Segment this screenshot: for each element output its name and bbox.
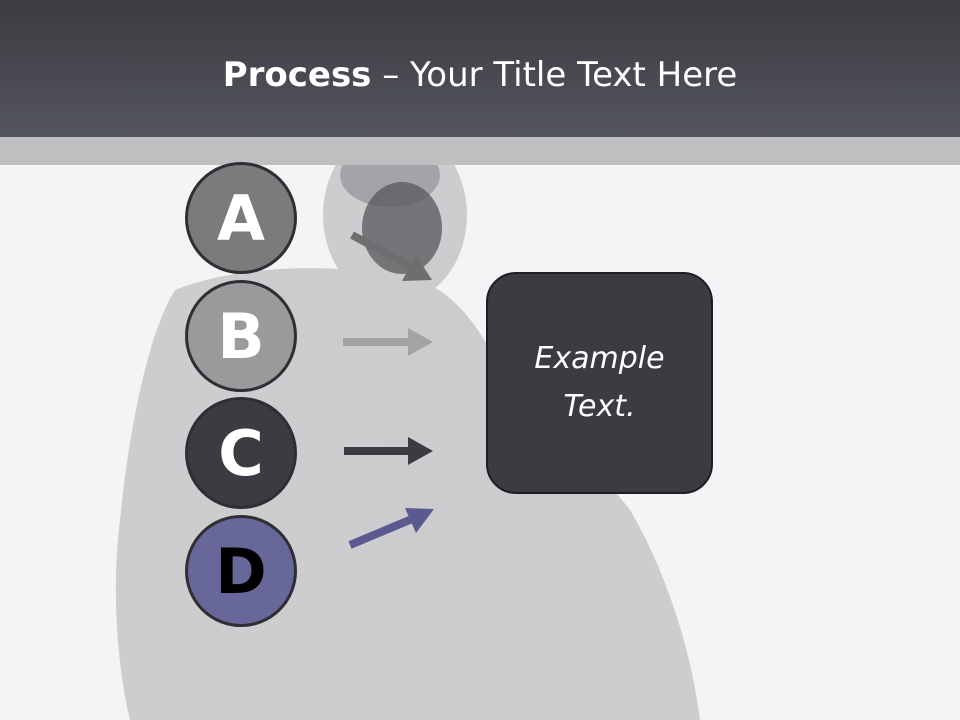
step-c-circle: C bbox=[185, 397, 297, 509]
title-rest: – Your Title Text Here bbox=[371, 55, 738, 95]
title-bar bbox=[0, 0, 960, 137]
arrow-b bbox=[343, 328, 433, 356]
step-a-circle: A bbox=[185, 162, 297, 274]
arrow-c bbox=[344, 437, 433, 465]
step-c-letter: C bbox=[218, 416, 264, 490]
title-bold: Process bbox=[222, 55, 372, 95]
step-b-letter: B bbox=[217, 299, 265, 373]
example-text: Example Text. bbox=[534, 341, 665, 424]
example-text-box: Example Text. bbox=[486, 272, 713, 494]
step-d-letter: D bbox=[215, 534, 267, 608]
title-underline-stripe bbox=[0, 137, 960, 165]
slide-title: Process – Your Title Text Here bbox=[0, 50, 960, 100]
step-a-letter: A bbox=[217, 181, 265, 255]
step-b-circle: B bbox=[185, 280, 297, 392]
step-d-circle: D bbox=[185, 515, 297, 627]
arrow-a bbox=[350, 231, 432, 281]
arrow-d bbox=[348, 508, 434, 549]
